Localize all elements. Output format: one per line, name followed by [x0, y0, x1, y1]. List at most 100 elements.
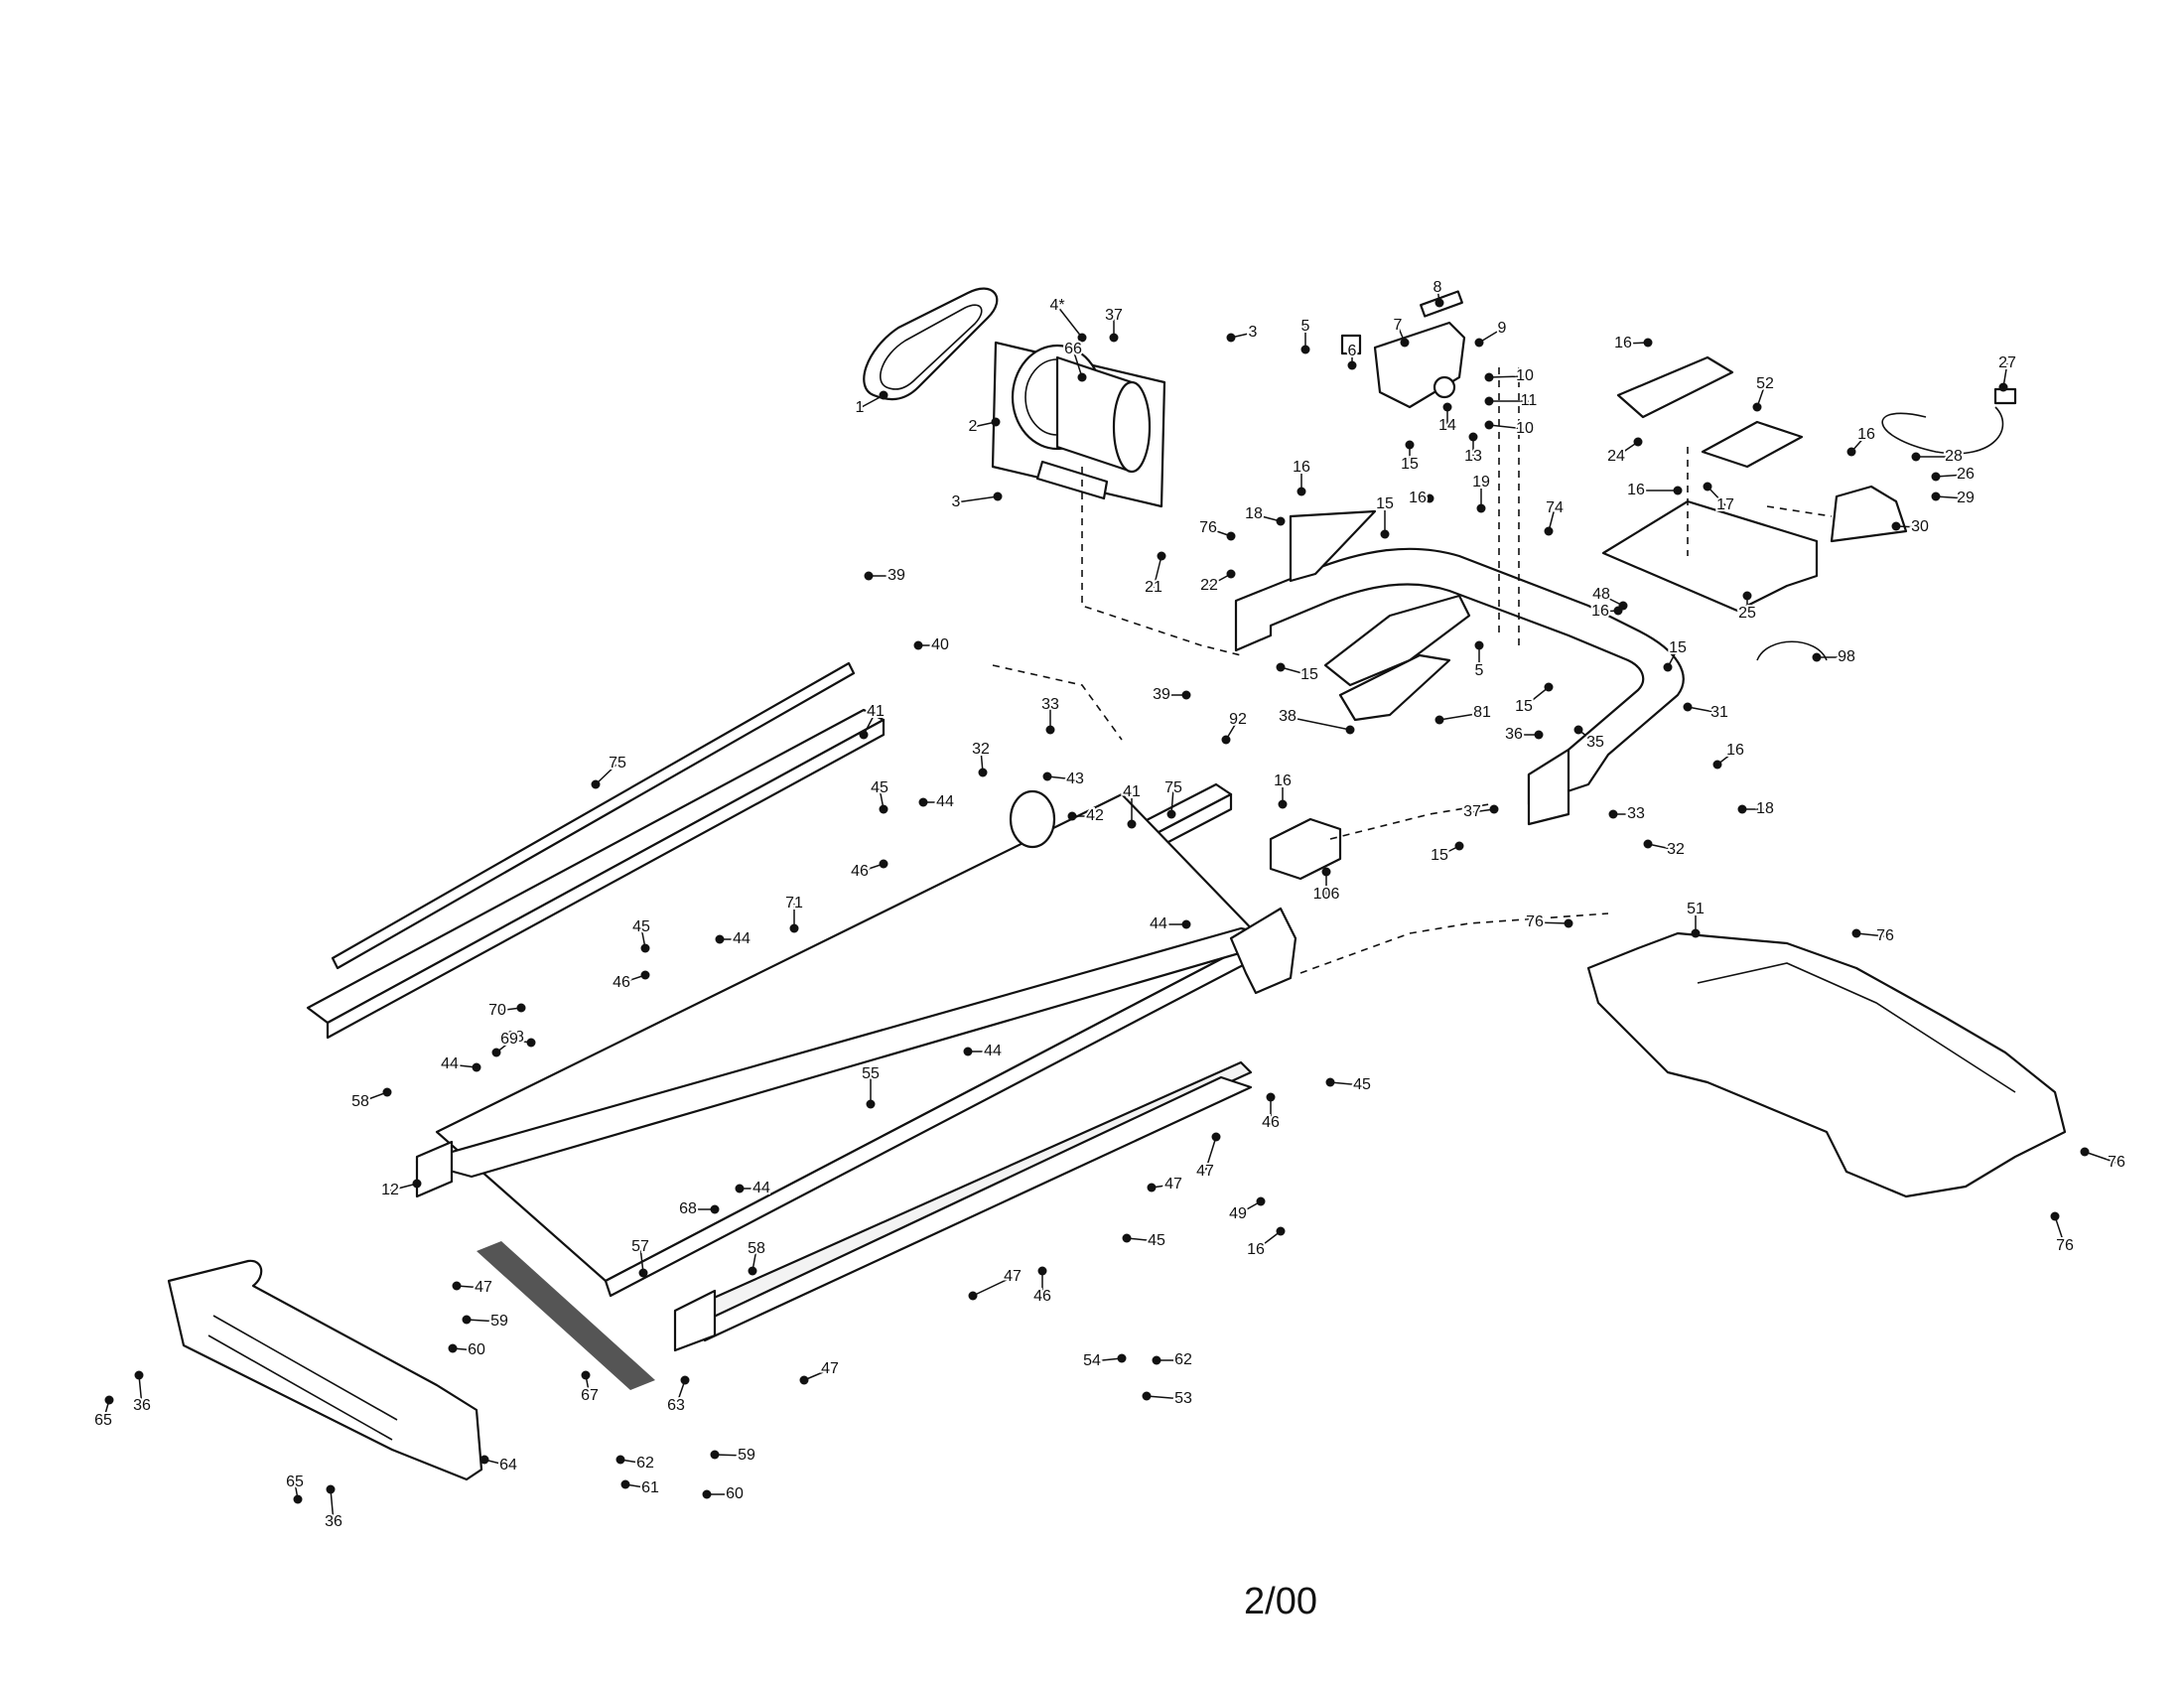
frame-uprights [1234, 509, 1685, 826]
leader-c16g [1716, 750, 1736, 766]
callout-c76d: 76 [2108, 1154, 2125, 1171]
callout-c16b: 16 [1293, 459, 1310, 476]
leader-c47c [456, 1285, 484, 1289]
callout-c44c: 44 [1150, 915, 1167, 932]
callout-c25: 25 [1738, 605, 1756, 622]
callout-c60b: 60 [726, 1485, 744, 1502]
callout-c46a: 46 [851, 863, 869, 880]
leader-c31 [1687, 706, 1720, 714]
callout-c75a: 75 [609, 755, 626, 772]
leader-c44d [449, 1063, 478, 1068]
leader-c47e [803, 1368, 831, 1381]
callout-c47c: 47 [475, 1279, 492, 1296]
callout-c18a: 18 [1245, 505, 1263, 522]
leader-c47b [1151, 1184, 1174, 1189]
callout-c32b: 32 [1667, 841, 1685, 858]
callout-c68b: 68 [679, 1200, 697, 1217]
leader-c76e [2054, 1215, 2066, 1247]
callout-c36b: 36 [133, 1397, 151, 1414]
leader-c7 [1397, 325, 1406, 344]
callout-c58a: 58 [351, 1093, 369, 1110]
leader-c32b [1647, 843, 1677, 851]
callout-c22: 22 [1200, 577, 1218, 594]
callout-c51: 51 [1687, 901, 1705, 917]
callout-c30: 30 [1911, 518, 1929, 535]
leader-c47d [972, 1276, 1014, 1297]
rear-shroud [1586, 931, 2067, 1198]
callout-c3a: 3 [1249, 324, 1258, 341]
leader-c43 [1046, 775, 1076, 780]
callout-c33b: 33 [1627, 805, 1645, 822]
callout-c15a: 15 [1401, 456, 1419, 473]
callout-c28: 28 [1945, 448, 1963, 465]
leader-c9 [1478, 328, 1503, 344]
leader-c3a [1230, 332, 1254, 339]
callout-c16f: 16 [1857, 426, 1875, 443]
callout-c31: 31 [1710, 704, 1728, 721]
leader-c65a [102, 1399, 110, 1422]
callout-c64: 64 [499, 1457, 517, 1474]
callout-c68a: 68 [506, 1029, 524, 1046]
base-frame [415, 926, 1293, 1342]
leader-c76c [1855, 932, 1886, 937]
callout-c59b: 59 [738, 1447, 755, 1464]
callout-c52: 52 [1756, 375, 1774, 392]
callout-labels: 12334*5567891010111213141515151515151616… [92, 277, 2127, 1532]
callout-c15f: 15 [1431, 847, 1448, 864]
leader-c32a [980, 749, 984, 773]
leader-c61 [624, 1483, 651, 1489]
callout-c46d: 46 [1033, 1288, 1051, 1305]
leader-c16a [1622, 342, 1649, 345]
leader-c46b [620, 974, 646, 984]
leader-c4 [1056, 305, 1083, 339]
leader-c81 [1438, 712, 1483, 721]
callout-c59a: 59 [490, 1313, 508, 1330]
callout-c98: 98 [1838, 648, 1855, 665]
left-side-rail [306, 661, 886, 1040]
leader-c15e [1523, 686, 1550, 708]
leader-c47a [1204, 1136, 1217, 1173]
callout-c32a: 32 [972, 741, 990, 758]
leader-c46a [859, 863, 885, 873]
callout-c47d: 47 [1004, 1268, 1022, 1285]
callout-c62a: 62 [636, 1455, 654, 1472]
motor-hood [167, 1259, 483, 1481]
leader-c1 [859, 394, 885, 409]
callout-c69: 69 [500, 1031, 518, 1048]
callout-c44a: 44 [936, 793, 954, 810]
leader-c45b [640, 926, 646, 949]
leader-c16f [1850, 434, 1867, 453]
callout-c29: 29 [1957, 490, 1975, 506]
callout-c12: 12 [381, 1182, 399, 1198]
callout-c10a: 10 [1516, 367, 1534, 384]
leader-c69 [508, 1039, 532, 1044]
leader-c18a [1253, 513, 1282, 522]
callout-c3b: 3 [952, 493, 961, 510]
callout-c54: 54 [1083, 1352, 1101, 1369]
leader-c57 [639, 1246, 644, 1274]
callout-c76b: 76 [1526, 913, 1544, 930]
leader-c36c [330, 1488, 335, 1523]
motor-plate [991, 341, 1166, 508]
callout-c62b: 62 [1174, 1351, 1192, 1368]
leader-c70 [496, 1007, 522, 1012]
leader-c66 [1072, 349, 1083, 378]
leader-c67 [585, 1374, 591, 1397]
leader-c76a [1207, 527, 1232, 537]
callout-c46b: 46 [613, 974, 630, 991]
wear-strip [477, 1241, 655, 1390]
leader-c22 [1208, 573, 1232, 587]
leader-c59a [466, 1319, 500, 1323]
callout-c39a: 39 [887, 567, 905, 584]
leader-c76b [1534, 921, 1570, 924]
leader-c53 [1146, 1395, 1184, 1400]
callout-c81: 81 [1473, 704, 1491, 721]
callout-c39b: 39 [1153, 686, 1170, 703]
leader-c17 [1706, 486, 1726, 506]
leader-c64 [483, 1459, 509, 1467]
leader-c49 [1237, 1200, 1262, 1215]
callout-c13: 13 [1464, 448, 1482, 465]
callout-c15b: 15 [1376, 495, 1394, 512]
callout-c76c: 76 [1876, 927, 1894, 944]
leader-c38 [1287, 716, 1351, 731]
